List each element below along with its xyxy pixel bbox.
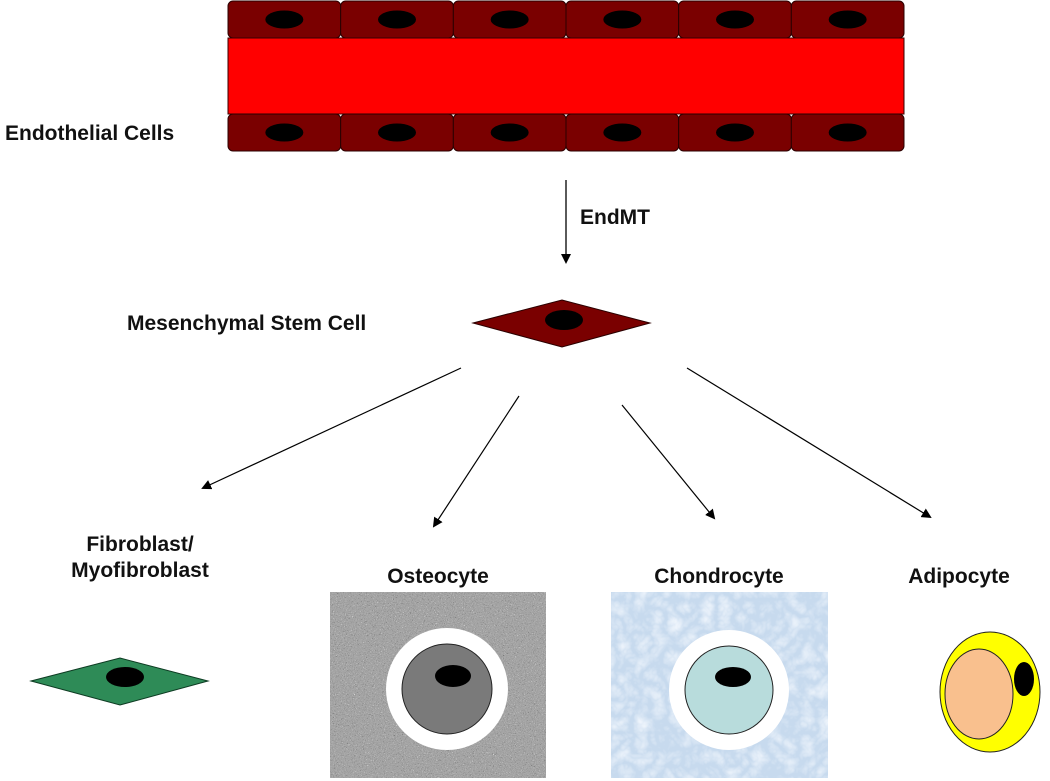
endothelial-cells-label: Endothelial Cells <box>5 122 175 145</box>
nucleus <box>490 10 529 29</box>
endothelial-cell-row-bottom <box>227 113 905 152</box>
nucleus <box>828 123 867 142</box>
nucleus <box>603 123 642 142</box>
lipid-droplet <box>944 648 1014 740</box>
fibroblast-label-line-1: Fibroblast/ <box>86 533 194 556</box>
fibroblast-label: Fibroblast/ Myofibroblast <box>40 532 240 584</box>
nucleus <box>265 123 304 142</box>
arrow-to-chondrocyte <box>621 404 716 520</box>
arrow-to-adipocyte <box>686 367 932 519</box>
nucleus <box>828 10 867 29</box>
nucleus <box>490 123 529 142</box>
adipocyte-label: Adipocyte <box>908 565 1010 588</box>
nucleus <box>378 123 416 142</box>
endmt-label: EndMT <box>580 206 650 229</box>
mesenchymal-stem-cell <box>471 299 652 348</box>
adipocyte-cell <box>939 631 1041 753</box>
nucleus <box>715 667 751 687</box>
nucleus <box>603 10 642 29</box>
chondrocyte-label: Chondrocyte <box>654 565 784 588</box>
nucleus <box>716 123 754 142</box>
endothelial-cell-row-top <box>227 0 905 39</box>
arrow-to-osteocyte <box>432 395 520 528</box>
osteocyte-label: Osteocyte <box>387 565 489 588</box>
fibroblast-cell <box>29 657 210 706</box>
nucleus <box>435 665 471 687</box>
nucleus <box>378 10 416 29</box>
nucleus <box>716 10 754 29</box>
nucleus <box>106 667 144 687</box>
fibroblast-label-line-2: Myofibroblast <box>71 559 209 582</box>
blood-vessel <box>227 0 905 152</box>
nucleus <box>545 310 583 330</box>
vessel-lumen <box>227 37 905 115</box>
chondrocyte-cell <box>611 592 828 778</box>
osteocyte-cell <box>330 592 546 778</box>
nucleus <box>1014 662 1034 696</box>
mesenchymal-stem-cell-label: Mesenchymal Stem Cell <box>127 312 367 335</box>
arrow-to-fibroblast <box>201 367 462 490</box>
nucleus <box>265 10 304 29</box>
